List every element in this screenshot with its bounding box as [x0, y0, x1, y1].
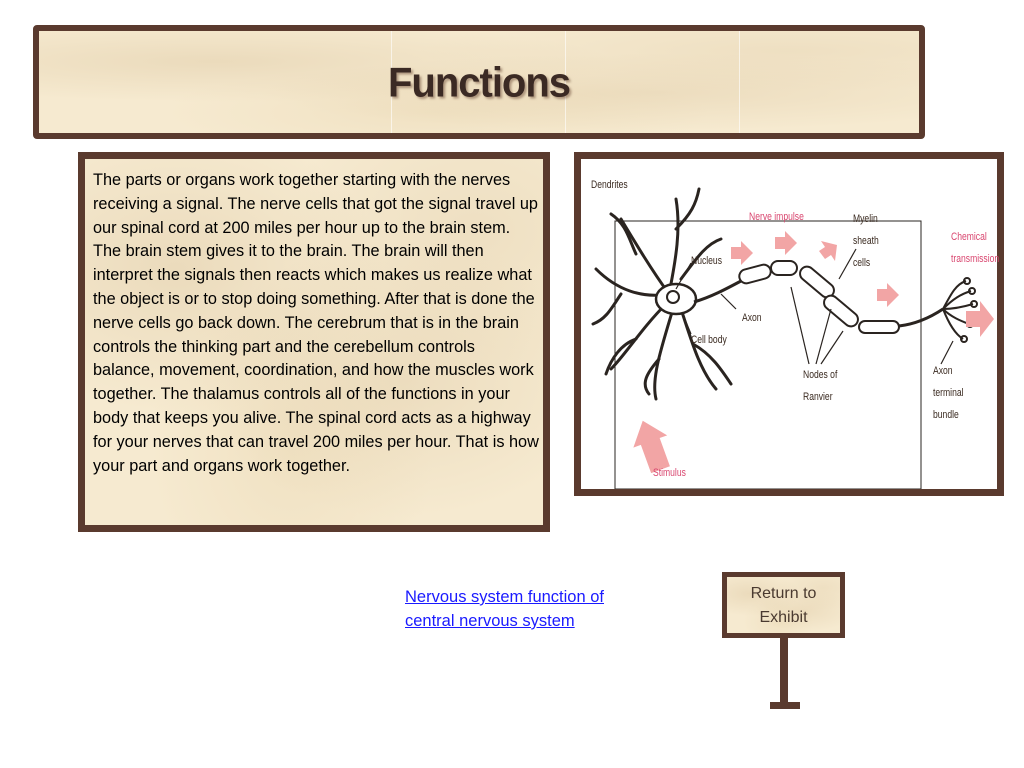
axon-terminal-bundle [942, 277, 978, 343]
label-myelin-1: Myelin [853, 213, 878, 225]
axon [693, 279, 742, 304]
label-chemical-2: transmission [951, 253, 1000, 265]
description-panel: The parts or organs work together starti… [78, 152, 550, 532]
neuron-illustration [591, 187, 994, 489]
label-nucleus: Nucleus [691, 255, 723, 267]
label-nodes-2: Ranvier [803, 391, 833, 403]
label-myelin-3: cells [853, 257, 871, 269]
impulse-arrows [633, 231, 994, 474]
label-myelin-2: sheath [853, 235, 879, 247]
banner-divider [565, 31, 566, 133]
title-banner: Functions [33, 25, 925, 139]
return-to-exhibit-label: Return to Exhibit [750, 585, 817, 626]
label-axon-terminal-2: terminal [933, 387, 964, 399]
label-dendrites: Dendrites [591, 179, 628, 191]
label-nodes-1: Nodes of [803, 369, 838, 381]
banner-divider [391, 31, 392, 133]
axon-terminal-line [898, 307, 944, 328]
description-text: The parts or organs work together starti… [93, 171, 539, 475]
label-stimulus: Stimulus [653, 467, 686, 479]
myelin-sheath [738, 260, 900, 334]
neuron-diagram: Dendrites Nerve impulse Myelin sheath ce… [574, 152, 1004, 496]
label-nerve-impulse: Nerve impulse [749, 211, 804, 223]
banner-divider [739, 31, 740, 133]
nucleus [666, 290, 680, 304]
sign-post [780, 638, 788, 704]
page-title: Functions [387, 59, 571, 107]
label-cell-body: Cell body [691, 334, 727, 346]
label-axon: Axon [742, 312, 762, 324]
label-axon-terminal-3: bundle [933, 409, 959, 421]
label-chemical-1: Chemical [951, 231, 987, 243]
nervous-system-link[interactable]: Nervous system function of central nervo… [405, 588, 604, 630]
label-axon-terminal-1: Axon [933, 365, 953, 377]
pointer-lines [675, 248, 954, 365]
return-to-exhibit-button[interactable]: Return to Exhibit [722, 572, 845, 638]
sign-base [770, 702, 800, 709]
